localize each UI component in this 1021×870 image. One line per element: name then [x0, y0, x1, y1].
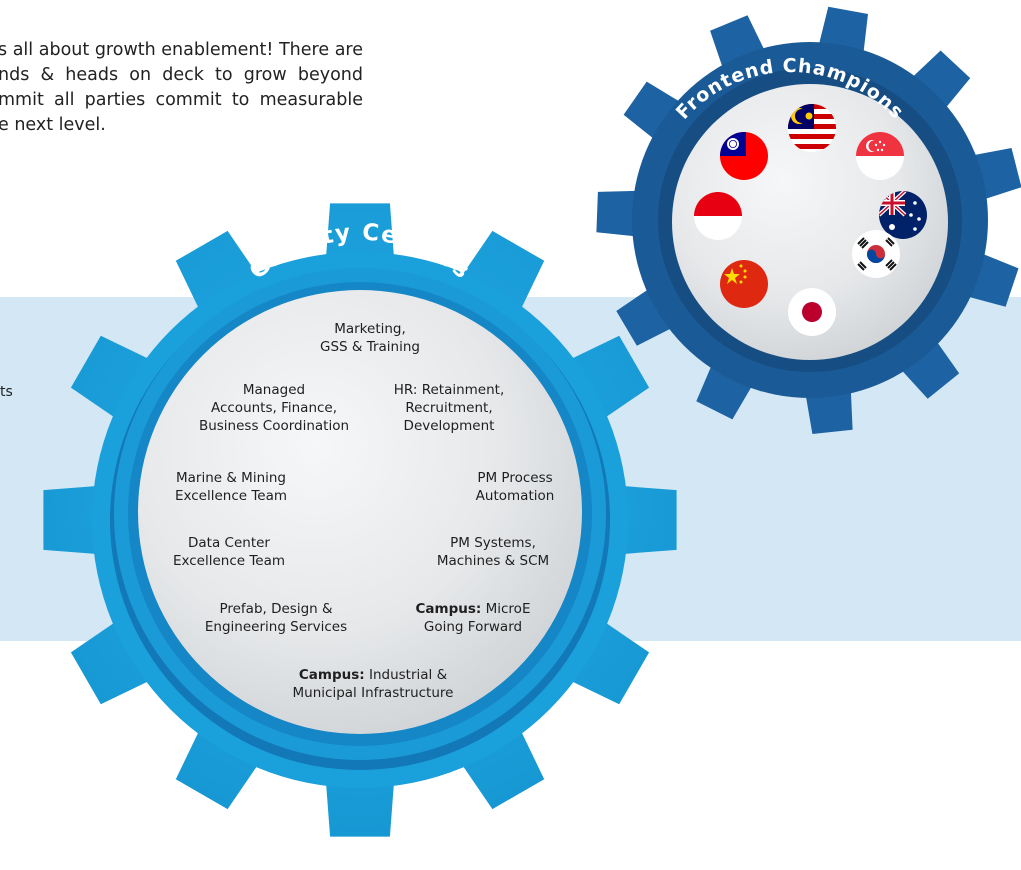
- china-flag: [720, 260, 768, 308]
- indonesia-flag: [694, 192, 742, 240]
- gravity-item-marketing: Marketing, GSS & Training: [320, 321, 420, 355]
- gravity-item-pm-process: PM Process Automation: [475, 470, 555, 504]
- intro-paragraph: s all about growth enablement! There are…: [0, 38, 363, 138]
- gravity-gear-face: [138, 290, 582, 734]
- malaysia-flag: [788, 104, 836, 152]
- japan-flag: [788, 288, 836, 336]
- gravity-item-campus-microe: Campus: MicroE Going Forward: [415, 601, 531, 635]
- gravity-item-managed-accounts: Managed Accounts, Finance, Business Coor…: [198, 382, 350, 434]
- gravity-item-marine-mining: Marine & Mining Excellence Team: [174, 470, 288, 504]
- intro-line-2: nds & heads on deck to grow beyond: [0, 65, 363, 85]
- south-korea-flag: [852, 230, 900, 278]
- gravity-item-data-center: Data Center Excellence Team: [172, 535, 286, 569]
- frontend-gear: Frontend Champions: [596, 6, 1021, 434]
- gravity-item-campus-industrial: Campus: Industrial & Municipal Infrastru…: [292, 667, 454, 701]
- flags: [694, 104, 927, 336]
- australia-flag: [879, 191, 927, 239]
- intro-line-1: s all about growth enablement! There are: [0, 40, 363, 60]
- gravity-gear: Gravity Centers: [43, 203, 677, 837]
- gravity-item-hr: HR: Retainment, Recruitment, Development: [393, 382, 505, 434]
- intro-line-3: mmit all parties commit to measurable: [0, 90, 363, 110]
- cropped-text-fragment: ts: [0, 384, 13, 400]
- intro-line-4: e next level.: [0, 115, 106, 135]
- taiwan-flag: [720, 132, 768, 180]
- singapore-flag: [856, 132, 904, 180]
- gravity-item-pm-systems: PM Systems, Machines & SCM: [436, 535, 550, 569]
- gravity-item-prefab-design: Prefab, Design & Engineering Services: [204, 601, 348, 635]
